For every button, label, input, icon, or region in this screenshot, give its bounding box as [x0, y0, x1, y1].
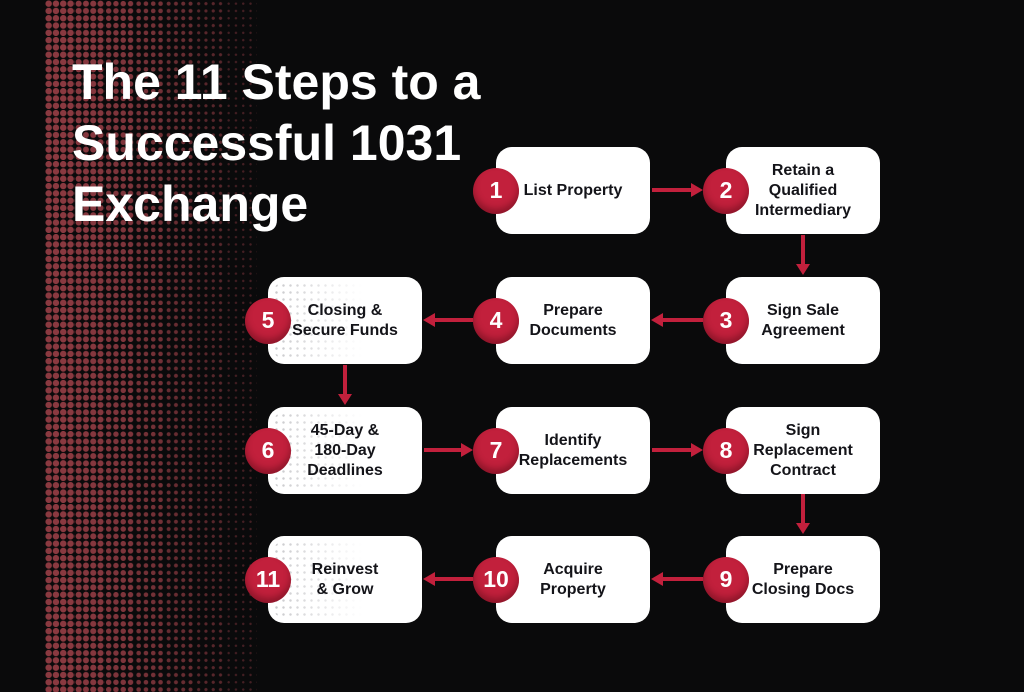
step-number-badge: 4 — [473, 297, 519, 344]
step-label: 45-Day & 180-Day Deadlines — [307, 421, 383, 479]
step-label: Prepare Documents — [529, 301, 617, 339]
halftone-strip — [75, 0, 105, 692]
step-number-badge: 10 — [473, 556, 519, 603]
arrow-step4-to-step5 — [423, 313, 473, 327]
arrow-step9-to-step10 — [651, 572, 703, 586]
step-label: List Property — [523, 181, 623, 199]
step-number-badge: 3 — [703, 297, 749, 344]
step-box-7: 7 Identify Replacements — [473, 407, 650, 494]
arrow-step3-to-step4 — [651, 313, 703, 327]
step-label: Acquire Property — [540, 560, 606, 598]
arrow-step10-to-step11 — [423, 572, 473, 586]
step-number-badge: 9 — [703, 556, 749, 603]
step-label: Retain a Qualified Intermediary — [754, 161, 852, 219]
halftone-strip — [195, 0, 225, 692]
step-box-10: 10 Acquire Property — [473, 536, 650, 623]
step-box-9: 9 Prepare Closing Docs — [703, 536, 880, 623]
step-label: Prepare Closing Docs — [751, 560, 855, 598]
step-box-8: 8 Sign Replacement Contract — [703, 407, 880, 494]
step-label: Reinvest & Grow — [311, 560, 379, 598]
page-title: The 11 Steps to a Successful 1031 Exchan… — [72, 54, 481, 232]
step-box-11: 11 Reinvest & Grow — [245, 536, 422, 623]
step-number-badge: 2 — [703, 167, 749, 214]
arrow-step1-to-step2 — [652, 183, 703, 197]
step-box-5: 5 Closing & Secure Funds — [245, 277, 422, 364]
halftone-strip — [135, 0, 165, 692]
step-box-2: 2 Retain a Qualified Intermediary — [703, 147, 880, 234]
arrow-step7-to-step8 — [652, 443, 703, 457]
step-label: Closing & Secure Funds — [292, 301, 398, 339]
step-number-badge: 5 — [245, 297, 291, 344]
arrow-step8-to-step9 — [796, 494, 810, 534]
halftone-strip — [165, 0, 195, 692]
step-number-badge: 6 — [245, 427, 291, 474]
step-box-4: 4 Prepare Documents — [473, 277, 650, 364]
step-number-badge: 7 — [473, 427, 519, 474]
arrow-step5-to-step6 — [338, 365, 352, 405]
step-number-badge: 8 — [703, 427, 749, 474]
step-number-badge: 1 — [473, 167, 519, 214]
step-label: Sign Replacement Contract — [753, 421, 853, 479]
step-label: Sign Sale Agreement — [761, 301, 845, 339]
halftone-strip — [105, 0, 135, 692]
step-number-badge: 11 — [245, 556, 291, 603]
arrow-step2-to-step3 — [796, 235, 810, 275]
arrow-step6-to-step7 — [424, 443, 473, 457]
halftone-strip — [45, 0, 75, 692]
step-label: Identify Replacements — [518, 431, 628, 469]
step-box-6: 6 45-Day & 180-Day Deadlines — [245, 407, 422, 494]
step-box-1: 1 List Property — [473, 147, 650, 234]
step-box-3: 3 Sign Sale Agreement — [703, 277, 880, 364]
